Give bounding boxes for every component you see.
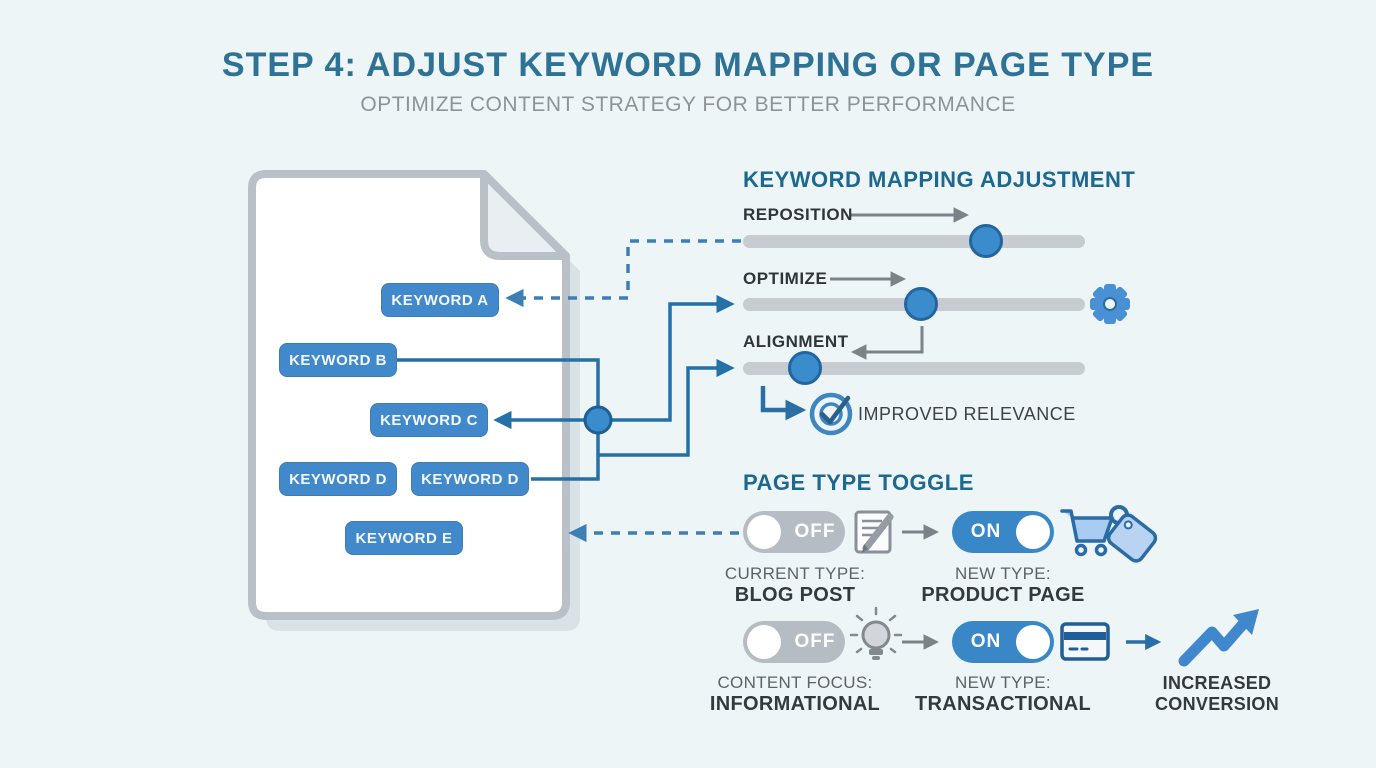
caption-line1: INCREASED bbox=[1162, 673, 1272, 693]
slider-label-optimize: OPTIMIZE bbox=[743, 269, 828, 288]
connector-node-to-keyword-d bbox=[531, 420, 600, 481]
toggle-transactional-on[interactable]: ON bbox=[952, 621, 1054, 663]
junction-node bbox=[583, 405, 613, 435]
credit-card-icon bbox=[1060, 622, 1110, 661]
shopping-cart-icon bbox=[1060, 509, 1114, 557]
page-title: STEP 4: ADJUST KEYWORD MAPPING OR PAGE T… bbox=[221, 46, 1155, 84]
slider-label-reposition: REPOSITION bbox=[743, 205, 853, 224]
slider-reposition[interactable] bbox=[743, 224, 1085, 258]
caption-label: NEW TYPE: bbox=[955, 673, 1051, 692]
caption-value: INFORMATIONAL bbox=[709, 693, 881, 715]
target-check-icon bbox=[809, 392, 853, 436]
keyword-box-d1[interactable]: KEYWORD D bbox=[279, 462, 397, 496]
caption-label: NEW TYPE: bbox=[955, 564, 1051, 583]
keyword-box-e[interactable]: KEYWORD E bbox=[345, 521, 463, 555]
keyword-box-d2[interactable]: KEYWORD D bbox=[411, 462, 529, 496]
content-focus-caption: CONTENT FOCUS: INFORMATIONAL bbox=[695, 673, 895, 716]
toggle-informational-off[interactable]: OFF bbox=[743, 621, 845, 663]
page-toggle-heading: PAGE TYPE TOGGLE bbox=[743, 470, 974, 495]
price-tag-icon bbox=[1106, 505, 1158, 563]
toggle-off-label: OFF bbox=[794, 631, 836, 652]
alignment-elbow-arrow bbox=[850, 326, 924, 360]
toggle-product-page-on[interactable]: ON bbox=[952, 511, 1054, 553]
gear-icon[interactable] bbox=[1090, 284, 1130, 324]
edit-icon bbox=[854, 510, 894, 554]
caption-line2: CONVERSION bbox=[1154, 694, 1280, 714]
slider-knob-reposition[interactable] bbox=[968, 224, 1003, 258]
slider-alignment[interactable] bbox=[743, 351, 1085, 385]
caption-value: PRODUCT PAGE bbox=[921, 584, 1085, 606]
trending-up-icon bbox=[1178, 609, 1259, 667]
increased-conversion-caption: INCREASED CONVERSION bbox=[1117, 673, 1317, 715]
slider-knob-optimize[interactable] bbox=[903, 287, 938, 321]
caption-value: BLOG POST bbox=[734, 584, 856, 606]
new-type-caption: NEW TYPE: PRODUCT PAGE bbox=[903, 564, 1103, 607]
connector-node-to-optimize bbox=[598, 294, 735, 422]
mapping-heading: KEYWORD MAPPING ADJUSTMENT bbox=[743, 167, 1136, 192]
new-type-caption-2: NEW TYPE: TRANSACTIONAL bbox=[903, 673, 1103, 716]
caption-value: TRANSACTIONAL bbox=[914, 693, 1092, 715]
current-type-caption: CURRENT TYPE: BLOG POST bbox=[695, 564, 895, 607]
toggle-on-label: ON bbox=[970, 521, 1002, 542]
page-subtitle: OPTIMIZE CONTENT STRATEGY FOR BETTER PER… bbox=[360, 93, 1016, 116]
lightbulb-icon bbox=[849, 606, 903, 660]
toggle-blog-post-off[interactable]: OFF bbox=[743, 511, 845, 553]
folded-corner bbox=[480, 170, 570, 260]
keyword-box-c[interactable]: KEYWORD C bbox=[370, 403, 488, 437]
toggle-knob bbox=[747, 625, 781, 659]
toggle-knob bbox=[747, 515, 781, 549]
keyword-box-a[interactable]: KEYWORD A bbox=[381, 283, 499, 317]
slider-label-alignment: ALIGNMENT bbox=[743, 332, 849, 351]
dashed-connectors bbox=[505, 239, 741, 543]
slider-optimize[interactable] bbox=[743, 287, 1085, 321]
improved-relevance-label: IMPROVED RELEVANCE bbox=[858, 404, 1076, 424]
keyword-box-b[interactable]: KEYWORD B bbox=[279, 343, 397, 377]
relevance-elbow-arrow bbox=[760, 386, 807, 421]
toggle-knob bbox=[1016, 625, 1050, 659]
toggle-off-label: OFF bbox=[794, 521, 836, 542]
toggle-knob bbox=[1016, 515, 1050, 549]
slider-knob-alignment[interactable] bbox=[787, 351, 822, 385]
toggle-on-label: ON bbox=[970, 631, 1002, 652]
connector-reposition-to-keyword-a bbox=[505, 239, 741, 308]
caption-label: CONTENT FOCUS: bbox=[717, 673, 873, 692]
connector-branch-to-alignment bbox=[598, 358, 735, 457]
solid-connectors bbox=[397, 294, 735, 481]
caption-label: CURRENT TYPE: bbox=[724, 564, 866, 583]
